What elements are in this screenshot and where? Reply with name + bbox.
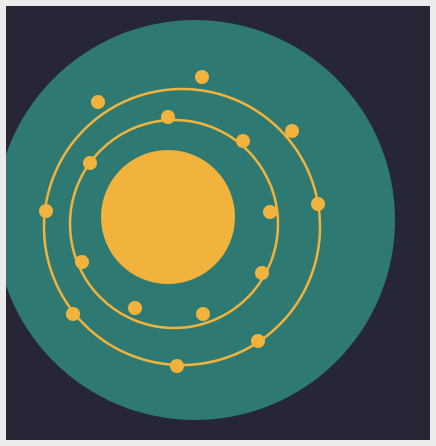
inner-shell-electron xyxy=(128,301,142,315)
inner-shell-electron xyxy=(83,156,97,170)
nucleus xyxy=(101,150,235,284)
atom-diagram xyxy=(6,6,430,440)
inner-shell-electron xyxy=(263,205,277,219)
diagram-panel xyxy=(6,6,430,440)
inner-shell-electron xyxy=(161,110,175,124)
inner-shell-electron xyxy=(255,266,269,280)
outer-shell-electron xyxy=(170,359,184,373)
outer-shell-electron xyxy=(195,70,209,84)
outer-shell-electron xyxy=(66,307,80,321)
inner-shell-electron xyxy=(196,307,210,321)
outer-shell-electron xyxy=(285,124,299,138)
outer-shell-electron xyxy=(91,95,105,109)
outer-shell-electron xyxy=(39,204,53,218)
inner-shell-electron xyxy=(236,134,250,148)
outer-shell-electron xyxy=(311,197,325,211)
outer-shell-electron xyxy=(251,334,265,348)
inner-shell-electron xyxy=(75,255,89,269)
